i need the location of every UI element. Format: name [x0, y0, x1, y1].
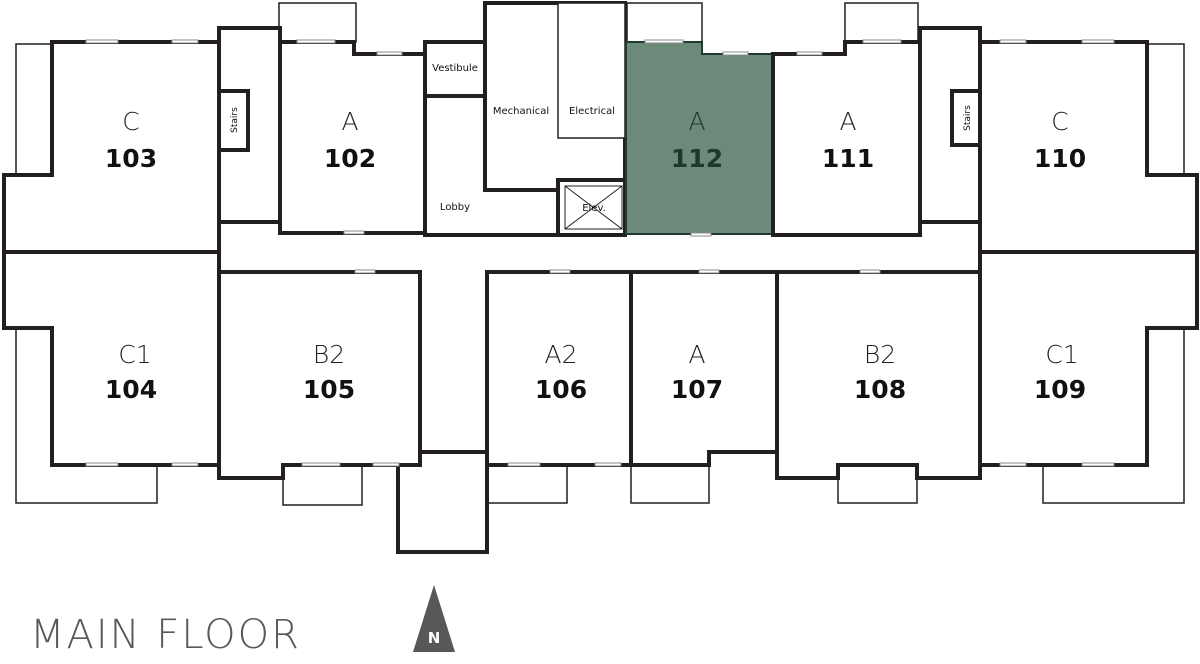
- unit-type: A: [341, 107, 358, 136]
- unit-number: 107: [671, 375, 723, 404]
- lobby-label: Lobby: [440, 202, 470, 213]
- unit-109[interactable]: C1 109: [978, 250, 1199, 467]
- unit-number: 104: [105, 375, 157, 404]
- elevator-label: Elev.: [582, 203, 606, 214]
- unit-number: 109: [1034, 375, 1086, 404]
- windows: [85, 39, 1115, 467]
- unit-type: A: [688, 340, 705, 369]
- stairs-left-label: Stairs: [230, 107, 240, 133]
- unit-type: C1: [1045, 340, 1078, 369]
- unit-105[interactable]: B2 105: [217, 270, 422, 480]
- unit-type: C1: [118, 340, 151, 369]
- lobby-exit: [396, 450, 489, 554]
- unit-number: 102: [324, 144, 376, 173]
- unit-110[interactable]: C 110: [978, 40, 1199, 254]
- elevator-x-icon: [564, 185, 623, 230]
- unit-102[interactable]: A 102: [278, 40, 427, 235]
- stairs-right-box: [950, 89, 982, 147]
- unit-type: B2: [864, 340, 896, 369]
- unit-number: 111: [822, 144, 874, 173]
- unit-type: C: [122, 107, 139, 136]
- floor-title: MAIN FLOOR: [30, 612, 301, 658]
- unit-number: 106: [535, 375, 587, 404]
- unit-111[interactable]: A 111: [771, 40, 922, 237]
- electrical-room: [557, 2, 626, 139]
- north-arrow-icon: N: [413, 585, 455, 652]
- unit-number: 110: [1034, 144, 1086, 173]
- unit-number: 112: [671, 144, 723, 173]
- unit-type: C: [1051, 107, 1068, 136]
- unit-107[interactable]: A 107: [629, 270, 779, 467]
- unit-type: B2: [313, 340, 345, 369]
- unit-number: 108: [854, 375, 906, 404]
- unit-112[interactable]: A 112: [625, 41, 774, 235]
- vestibule-label: Vestibule: [432, 63, 478, 74]
- unit-number: 103: [105, 144, 157, 173]
- stairs-right-label: Stairs: [963, 105, 973, 131]
- north-label: N: [428, 629, 441, 647]
- unit-type: A: [839, 107, 856, 136]
- unit-108[interactable]: B2 108: [775, 270, 982, 480]
- unit-type: A: [688, 107, 705, 136]
- mechanical-label: Mechanical: [493, 106, 549, 117]
- unit-number: 105: [303, 375, 355, 404]
- unit-type: A2: [544, 340, 577, 369]
- unit-104[interactable]: C1 104: [2, 250, 221, 467]
- electrical-label: Electrical: [569, 106, 615, 117]
- unit-106[interactable]: A2 106: [485, 270, 633, 467]
